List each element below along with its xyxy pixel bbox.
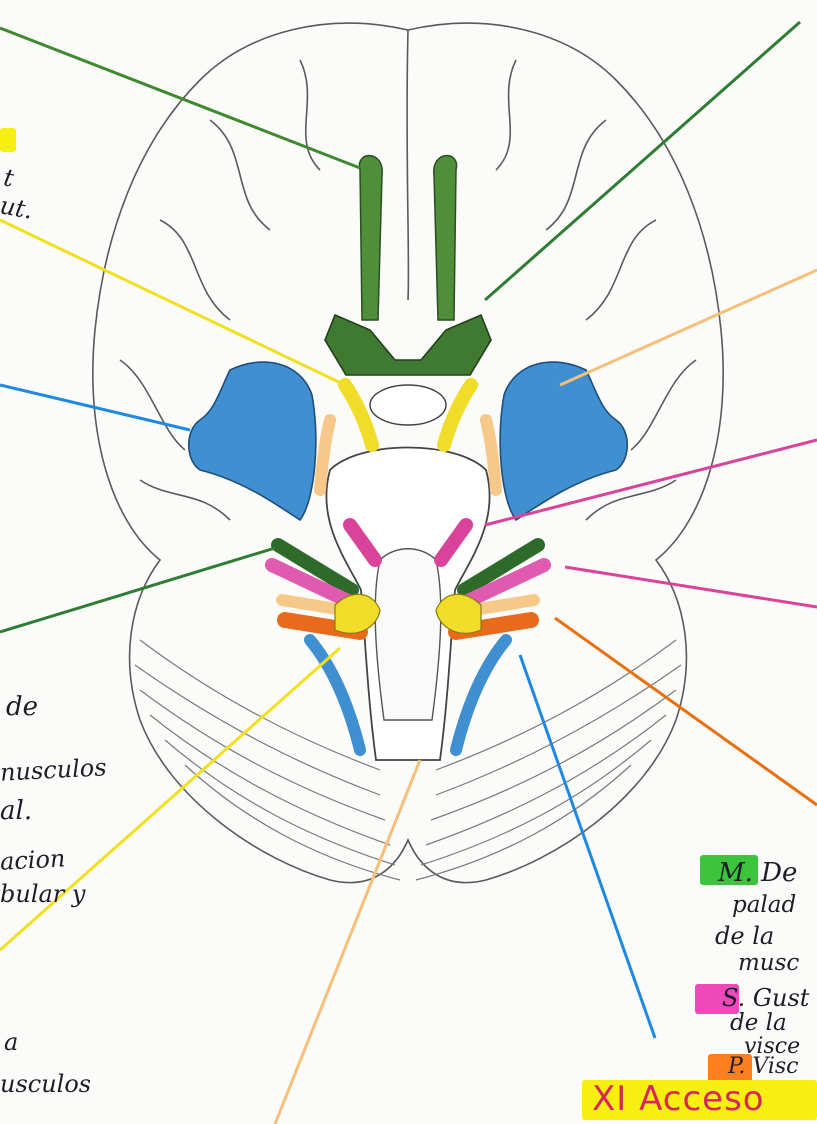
legend-motor-line-1: M. De [718,860,797,886]
pointer-line-oculomotor [0,220,345,385]
trigeminal-nerve-left [189,362,316,520]
olfactory-bulb-right [434,156,457,320]
accessory-nerve-right [456,640,506,750]
note-fragment-a: a [4,1030,18,1054]
legend-motor-line-3: de la [715,924,774,948]
highlight-yellow-corner [0,128,16,152]
pointer-line-accessory [520,655,655,1038]
note-fragment-ut: ut. [0,193,35,222]
pointer-line-hypoglossal [275,760,420,1124]
trigeminal-nerve-right [500,362,627,520]
pointer-line-glossopharyngeal [565,567,817,607]
note-fragment-bular: bular y [0,882,85,906]
pointer-line-olfactory [0,28,360,168]
oculomotor-nerve-left [345,385,372,445]
accessory-nerve-left [310,640,360,750]
note-fragment-de: de [6,694,38,720]
pituitary [370,385,446,425]
legend-visceral-line-1: P. Visc [728,1056,798,1078]
legend-motor-line-2: palad [732,894,796,917]
pointer-line-facial [0,548,275,632]
medulla [375,549,441,720]
note-fragment-acion: acion [0,846,66,873]
note-fragment-usculos: usculos [0,1072,91,1096]
legend-sensory-line-2: de la [730,1012,787,1035]
olfactory-bulb-left [359,156,382,320]
pointer-line-trochlear [560,270,817,385]
pointer-line-optic [485,22,800,300]
oculomotor-nerve-right [444,385,471,445]
note-fragment-musculos: nusculos [0,755,107,785]
optic-chiasm [325,315,491,375]
note-fragment-al: al. [0,798,32,824]
legend-motor-line-4: musc [738,952,799,975]
legend-sensory-line-1: S. Gust [722,986,809,1010]
nerve-label-accesorio: XI Acceso [592,1082,765,1116]
pointer-line-trigeminal [0,385,190,430]
